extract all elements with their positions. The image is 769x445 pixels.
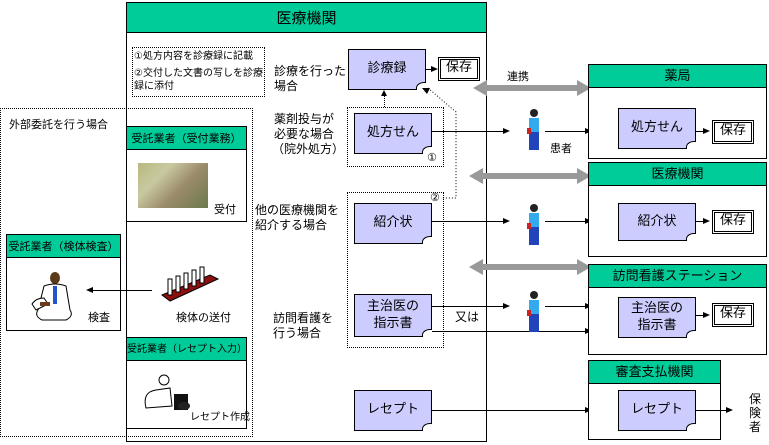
data-entry-worker-icon xyxy=(144,374,190,410)
case-prescription-3: （院外処方） xyxy=(272,142,345,156)
prescription-group xyxy=(347,107,444,167)
specimen-rack-icon xyxy=(161,266,220,302)
case-consultation-2: 場合 xyxy=(274,79,299,93)
patient-icon xyxy=(527,291,539,332)
attach-connector xyxy=(422,87,457,199)
outsourcing-region xyxy=(0,108,253,437)
note-2: ②交付した文書の写しを診療 xyxy=(134,68,263,79)
doctor-icon xyxy=(31,272,72,321)
notes-box xyxy=(132,47,265,97)
case-referral-1: 他の医療機関を xyxy=(255,203,340,217)
marker-1: ① xyxy=(427,151,437,164)
nursing-station-header: 訪問看護ステーション xyxy=(588,264,767,288)
other-institution-referral-doc[interactable]: 紹介状 xyxy=(618,203,696,241)
cooperation-arrow-pharmacy xyxy=(473,80,591,96)
case-prescription-1: 薬剤投与が xyxy=(274,112,335,126)
patient-icon xyxy=(527,204,539,245)
review-agency-receipt-doc[interactable]: レセプト xyxy=(618,390,696,431)
case-referral-2: 紹介する場合 xyxy=(255,218,328,232)
specimen-send-caption: 検体の送付 xyxy=(176,311,231,324)
case-prescription-2: 必要な場合 xyxy=(274,127,335,141)
patient-icon xyxy=(527,109,539,150)
nursing-station-instruction-doc[interactable]: 主治医の指示書 xyxy=(618,297,696,338)
cooperation-arrow-nursing xyxy=(469,259,591,275)
receipt-input-caption: レセプト作成 xyxy=(190,412,250,423)
case-home-nursing-1: 訪問看護を xyxy=(273,311,334,325)
pharmacy-save-box: 保存 xyxy=(712,120,754,144)
receipt-doc[interactable]: レセプト xyxy=(354,390,432,431)
pharmacy-header: 薬局 xyxy=(588,64,767,88)
prescription-doc[interactable]: 処方せん xyxy=(354,113,432,154)
patient-label: 患者 xyxy=(550,142,572,155)
case-home-nursing-2: 行う場合 xyxy=(273,326,322,340)
or-label: 又は xyxy=(455,310,480,324)
referral-letter-doc[interactable]: 紹介状 xyxy=(354,203,432,244)
note-1: ①処方内容を診療録に記載 xyxy=(134,51,253,62)
referral-group xyxy=(347,192,444,348)
medical-record-doc[interactable]: 診療録 xyxy=(348,49,426,90)
specimen-test-caption: 検査 xyxy=(88,311,110,324)
reception-contractor-header: 受託業者（受付業務） xyxy=(126,126,247,150)
insurer-label-1: 保 xyxy=(749,392,762,406)
medical-record-save-box: 保存 xyxy=(438,57,480,81)
case-consultation-1: 診療を行った xyxy=(274,64,347,78)
reception-illustration xyxy=(138,163,208,208)
nursing-station-save-box: 保存 xyxy=(712,303,754,327)
other-institution-save-box: 保存 xyxy=(712,210,754,234)
insurer-label-2: 険 xyxy=(749,406,762,420)
note-2b: 録に添付 xyxy=(134,81,174,92)
instruction-doc[interactable]: 主治医の指示書 xyxy=(354,294,432,337)
insurer-label-3: 者 xyxy=(749,420,762,434)
marker-2: ② xyxy=(430,191,440,204)
receipt-input-contractor-header: 受託業者（レセプト入力） xyxy=(126,337,247,361)
other-institution-header: 医療機関 xyxy=(588,162,767,186)
specimen-test-contractor-header: 受託業者（検体検査） xyxy=(6,234,121,258)
cooperation-label: 連携 xyxy=(507,70,529,83)
reception-caption: 受付 xyxy=(214,203,236,216)
pharmacy-prescription-doc[interactable]: 処方せん xyxy=(618,108,696,149)
cooperation-arrow-institution xyxy=(469,168,591,184)
outsourcing-title: 外部委託を行う場合 xyxy=(9,118,108,131)
medical-institution-header: 医療機関 xyxy=(126,2,487,33)
review-agency-header: 審査支払機関 xyxy=(588,360,721,384)
